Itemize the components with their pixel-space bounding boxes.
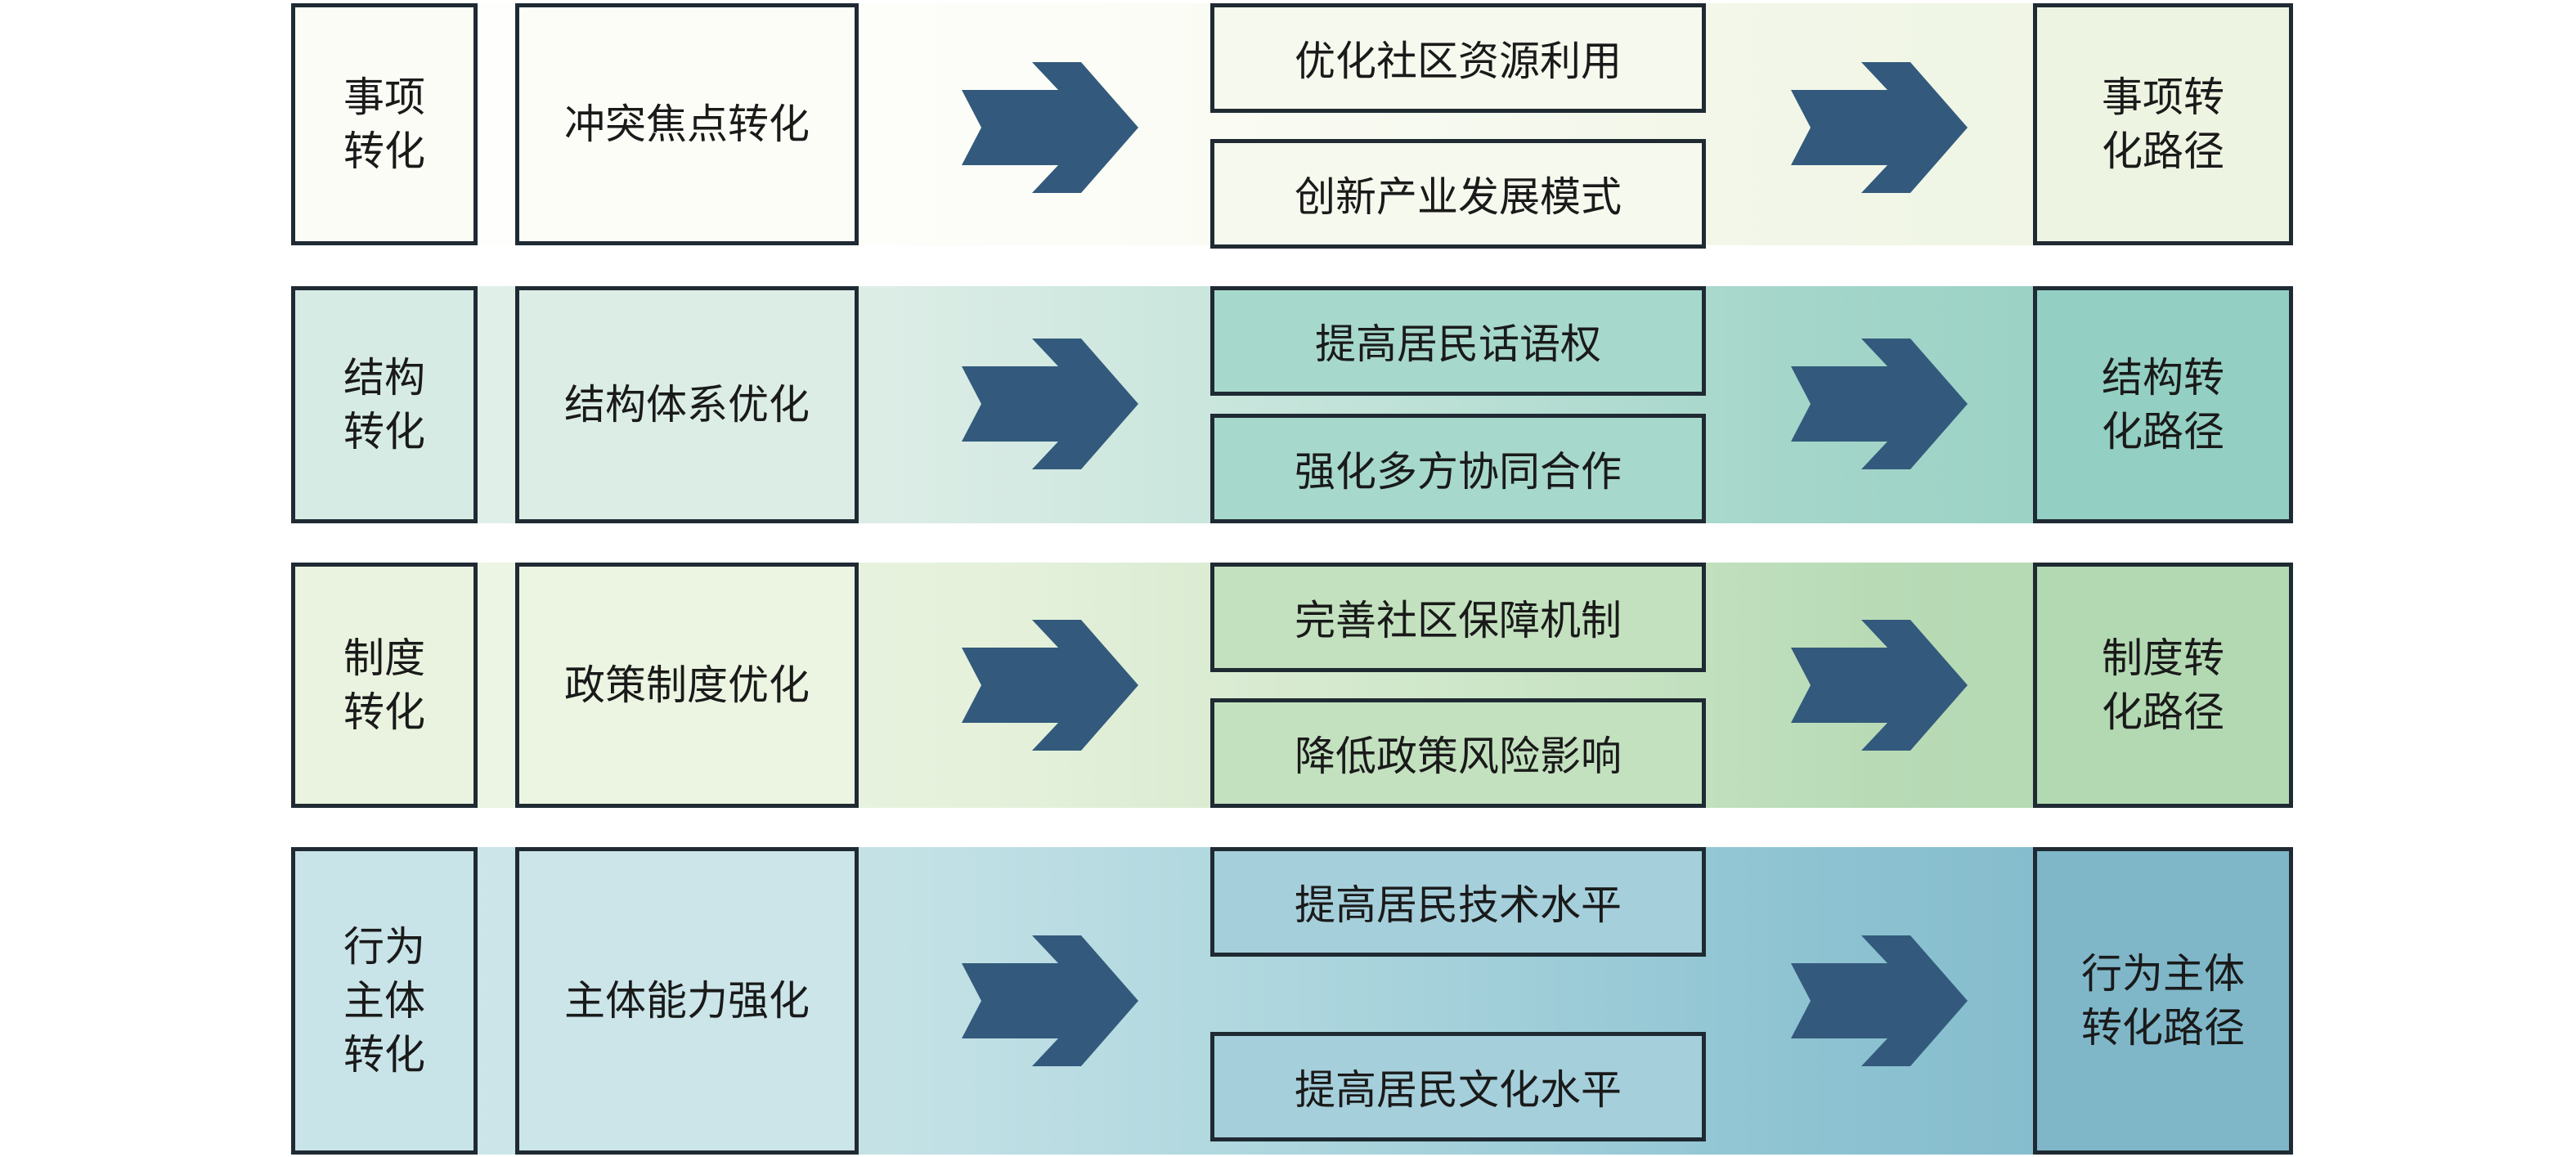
measure-box: 提高居民文化水平 [1210, 1032, 1706, 1141]
row-label: 事项 转化 [291, 3, 478, 245]
row-label: 制度 转化 [291, 563, 478, 808]
row-label-text: 行为 主体 转化 [343, 923, 425, 1079]
focus-text: 结构体系优化 [564, 381, 810, 428]
focus-box: 冲突焦点转化 [515, 3, 859, 245]
arrow-icon [1791, 62, 1968, 193]
path-box: 制度转 化路径 [2033, 563, 2293, 808]
measure-text: 降低政策风险影响 [1295, 733, 1622, 780]
measure-text: 强化多方协同合作 [1295, 448, 1622, 496]
arrow-icon [1791, 620, 1968, 751]
measure-text: 提高居民话语权 [1315, 321, 1601, 368]
path-box: 行为主体 转化路径 [2033, 847, 2293, 1155]
focus-box: 政策制度优化 [515, 563, 859, 808]
measure-text: 提高居民技术水平 [1295, 881, 1622, 929]
focus-box: 主体能力强化 [515, 847, 859, 1155]
row-actor-conversion: 行为 主体 转化 主体能力强化 提高居民技术水平 提高居民文化水平 行为主体 转… [291, 847, 2293, 1155]
measure-box: 完善社区保障机制 [1210, 563, 1706, 672]
arrow-icon [962, 62, 1138, 193]
measure-box: 提高居民技术水平 [1210, 847, 1706, 957]
row-label-text: 事项 转化 [343, 74, 425, 175]
focus-box: 结构体系优化 [515, 286, 859, 523]
path-text: 结构转 化路径 [2102, 354, 2224, 455]
row-label: 行为 主体 转化 [291, 847, 478, 1155]
arrow-icon [962, 620, 1138, 751]
arrow-icon [962, 339, 1138, 469]
row-label-text: 制度 转化 [343, 635, 425, 736]
measure-text: 创新产业发展模式 [1295, 173, 1622, 221]
path-text: 制度转 化路径 [2102, 635, 2224, 736]
arrow-icon [1791, 935, 1968, 1066]
path-text: 事项转 化路径 [2102, 74, 2224, 175]
arrow-icon [1791, 339, 1968, 469]
measure-box: 优化社区资源利用 [1210, 3, 1706, 113]
measure-text: 优化社区资源利用 [1295, 38, 1622, 85]
focus-text: 主体能力强化 [564, 977, 810, 1025]
measure-box: 提高居民话语权 [1210, 286, 1706, 396]
measure-text: 完善社区保障机制 [1295, 597, 1622, 644]
measure-box: 创新产业发展模式 [1210, 139, 1706, 249]
row-institution-conversion: 制度 转化 政策制度优化 完善社区保障机制 降低政策风险影响 制度转 化路径 [291, 563, 2293, 808]
row-label-text: 结构 转化 [343, 354, 425, 455]
row-structure-conversion: 结构 转化 结构体系优化 提高居民话语权 强化多方协同合作 结构转 化路径 [291, 286, 2293, 523]
path-text: 行为主体 转化路径 [2081, 950, 2245, 1052]
focus-text: 政策制度优化 [564, 661, 810, 709]
measure-box: 强化多方协同合作 [1210, 414, 1706, 523]
path-box: 事项转 化路径 [2033, 3, 2293, 245]
path-box: 结构转 化路径 [2033, 286, 2293, 523]
focus-text: 冲突焦点转化 [564, 101, 810, 148]
measure-box: 降低政策风险影响 [1210, 698, 1706, 808]
arrow-icon [962, 935, 1138, 1066]
row-label: 结构 转化 [291, 286, 478, 523]
row-item-conversion: 事项 转化 冲突焦点转化 优化社区资源利用 创新产业发展模式 事项转 化路径 [291, 3, 2293, 249]
measure-text: 提高居民文化水平 [1295, 1066, 1622, 1114]
